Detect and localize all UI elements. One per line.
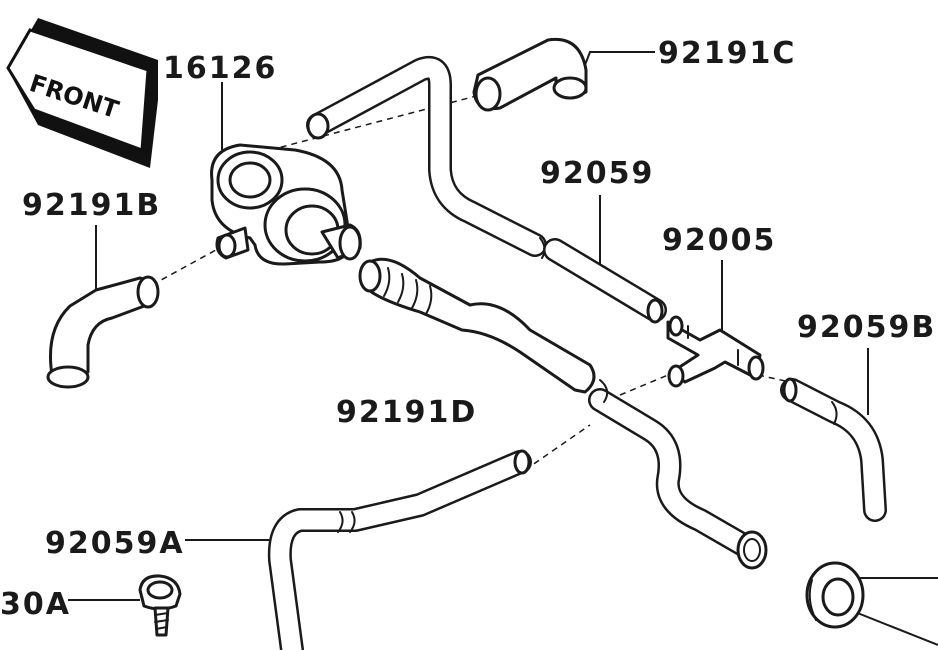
label-92191C: 92191C bbox=[658, 36, 796, 71]
fitting-92005 bbox=[666, 315, 765, 388]
hose-92191C bbox=[472, 37, 588, 112]
tube-92059 bbox=[543, 238, 667, 324]
hose-92059-upper bbox=[306, 56, 547, 259]
label-92059B: 92059B bbox=[797, 310, 936, 345]
grommet bbox=[805, 561, 865, 629]
hose-92191D bbox=[358, 257, 596, 394]
hose-92059A bbox=[267, 449, 532, 650]
label-92059: 92059 bbox=[540, 156, 654, 191]
label-92005: 92005 bbox=[662, 223, 776, 258]
hose-92191D-lower bbox=[588, 379, 768, 570]
label-92191D: 92191D bbox=[336, 395, 477, 430]
front-arrow: FRONT bbox=[6, 18, 158, 168]
label-92191B: 92191B bbox=[22, 188, 161, 223]
label-92059A: 92059A bbox=[45, 526, 185, 561]
label-30A: 30A bbox=[0, 587, 71, 622]
leader-lines bbox=[68, 51, 938, 646]
valve-16126 bbox=[210, 143, 362, 266]
hose-92191B bbox=[46, 275, 160, 389]
label-16126: 16126 bbox=[163, 51, 277, 86]
clamp-30A bbox=[138, 574, 182, 637]
hose-92059B bbox=[780, 377, 887, 522]
